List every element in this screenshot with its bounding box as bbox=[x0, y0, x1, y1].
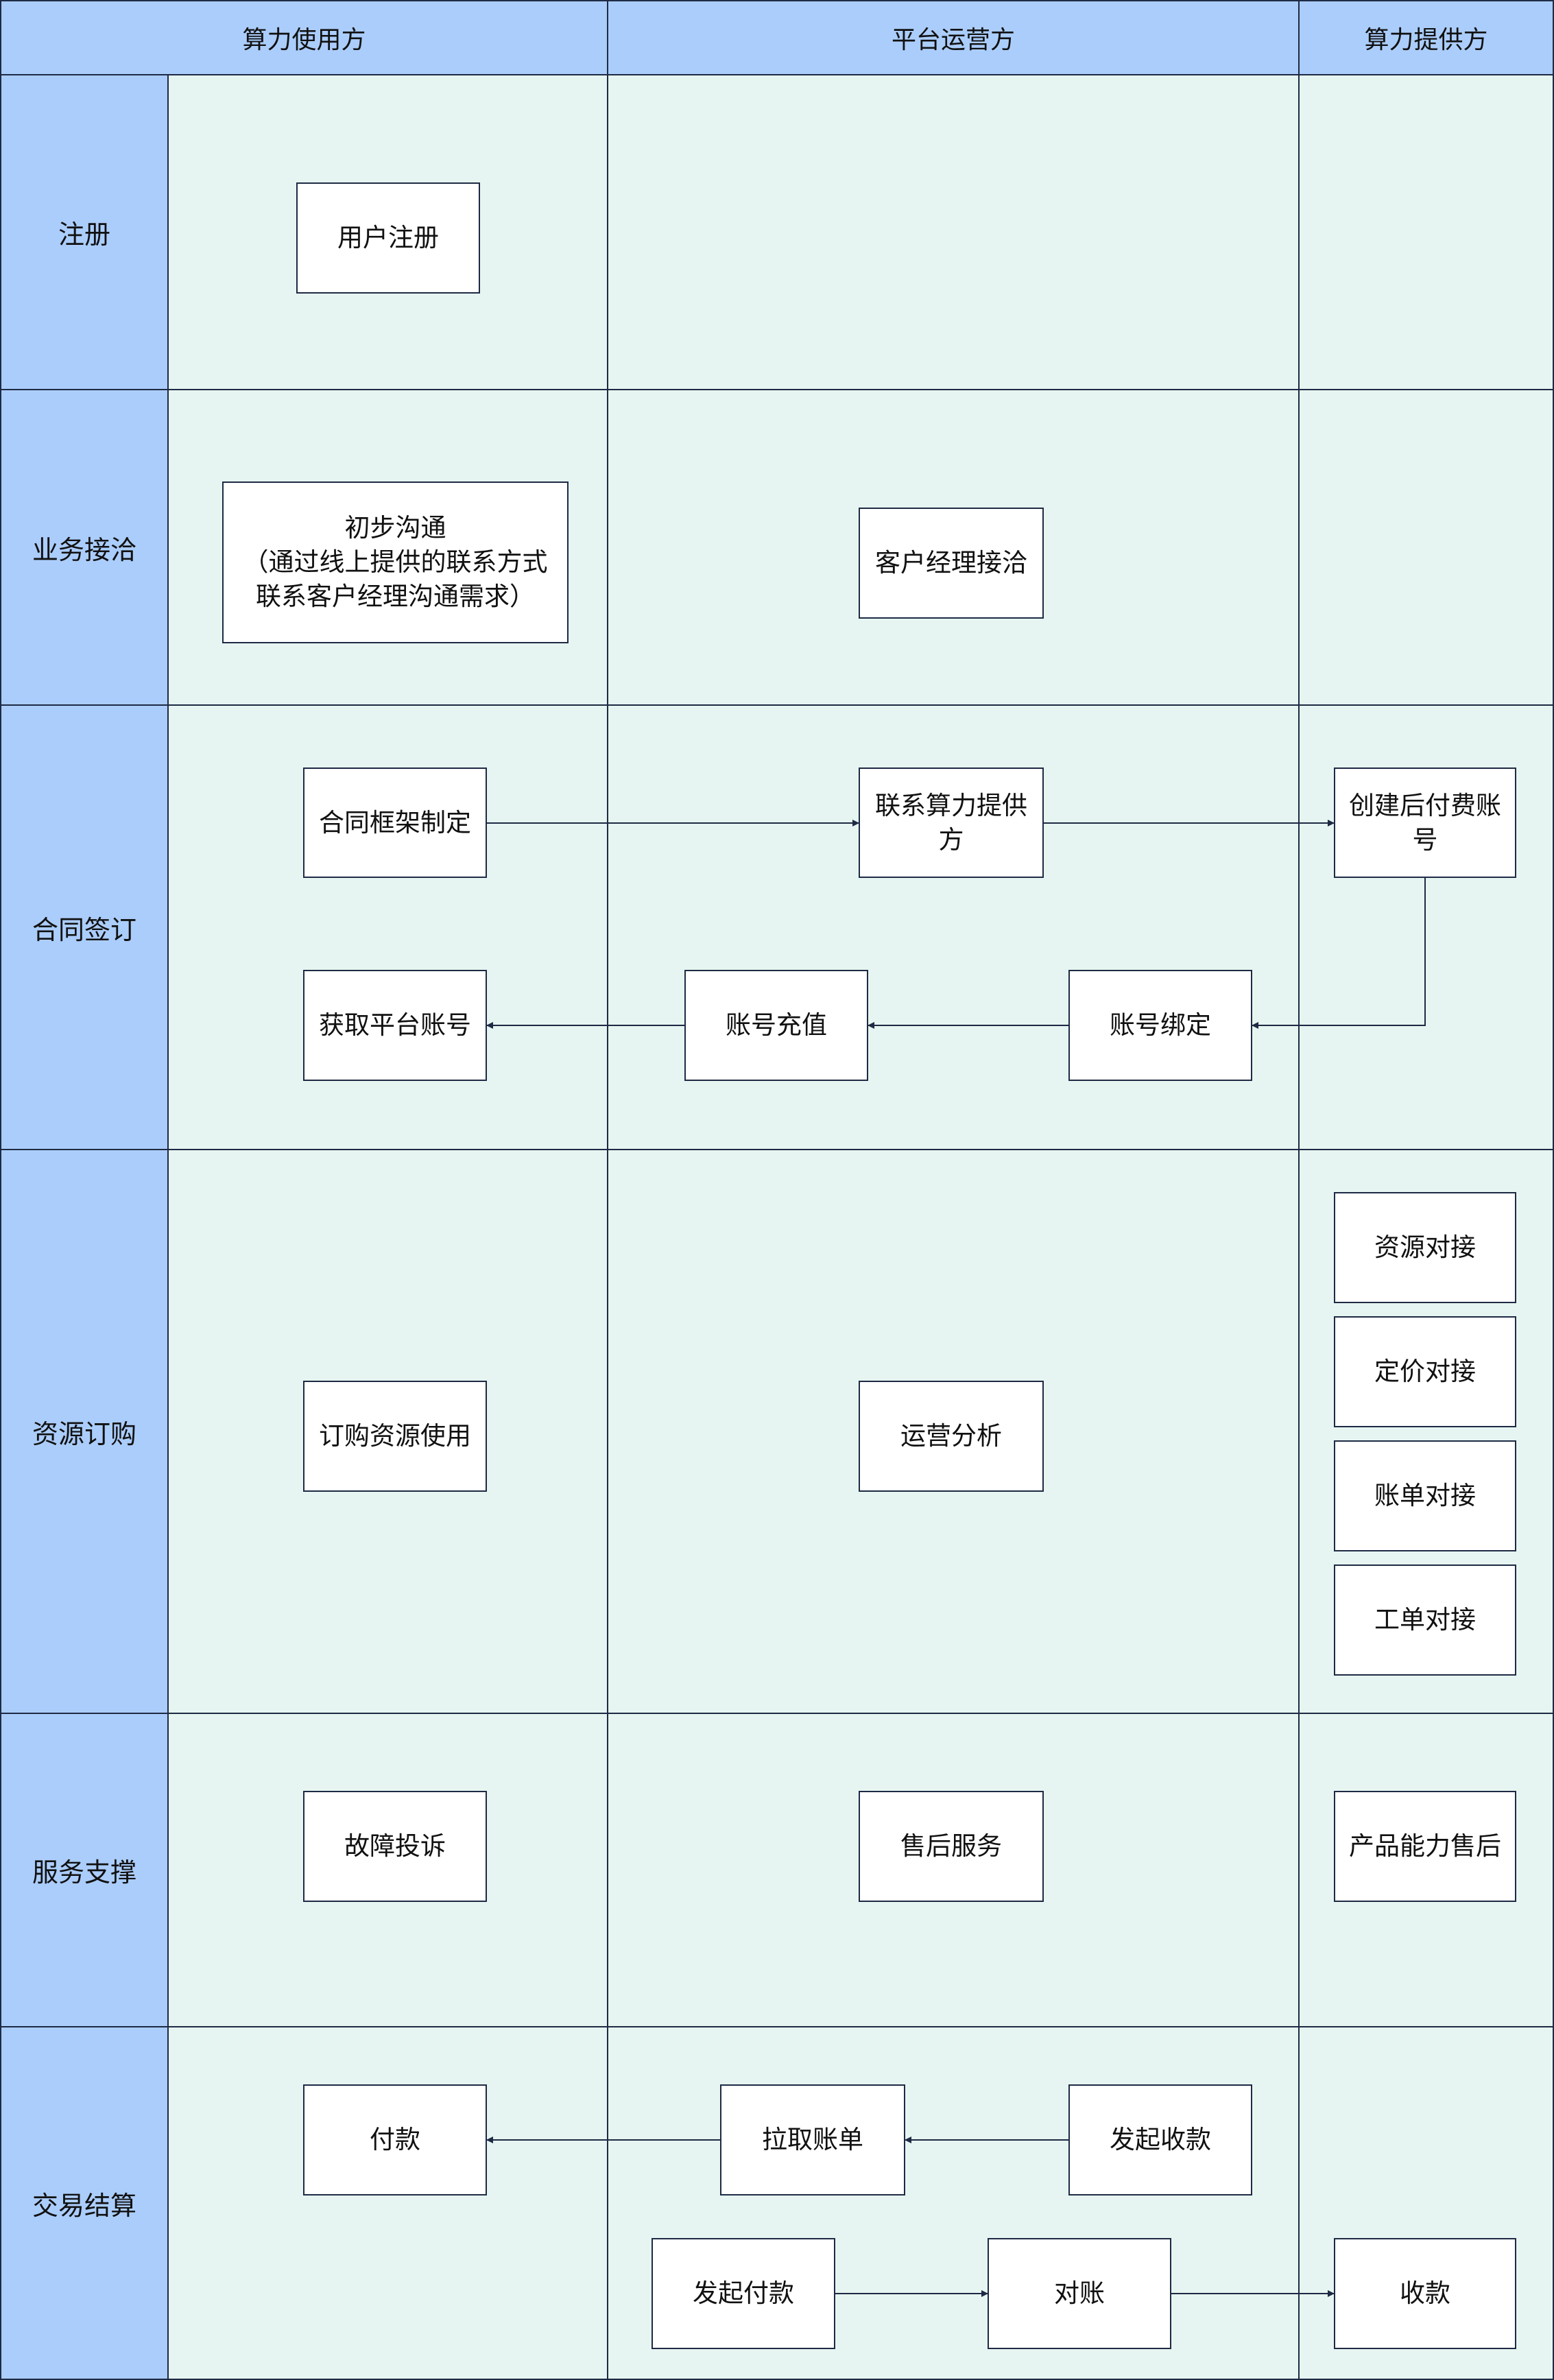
node-label: 资源对接 bbox=[1374, 1233, 1476, 1263]
node-label: 账号充值 bbox=[726, 1010, 827, 1040]
node-label: 发起付款 bbox=[693, 2278, 794, 2309]
node-label: 收款 bbox=[1400, 2278, 1450, 2309]
phase-label: 服务支撑 bbox=[32, 1857, 136, 1888]
node-payment: 付款 bbox=[303, 2084, 487, 2195]
node-contact-provider: 联系算力提供 方 bbox=[859, 767, 1044, 878]
column-header-label: 算力使用方 bbox=[242, 26, 366, 54]
node-collection: 收款 bbox=[1334, 2238, 1516, 2349]
node-account-recharge: 账号充值 bbox=[684, 970, 868, 1081]
node-user-register: 用户注册 bbox=[296, 182, 480, 294]
node-product-after-sales: 产品能力售后 bbox=[1334, 1791, 1516, 1902]
node-account-binding: 账号绑定 bbox=[1068, 970, 1252, 1081]
node-label: 客户经理接洽 bbox=[875, 548, 1027, 578]
node-label: 账号绑定 bbox=[1110, 1010, 1211, 1040]
node-label: 创建后付费账 号 bbox=[1349, 790, 1501, 855]
node-initiate-payment: 发起付款 bbox=[652, 2238, 835, 2349]
node-fault-complaint: 故障投诉 bbox=[303, 1791, 487, 1902]
column-header-label: 算力提供方 bbox=[1364, 26, 1488, 54]
node-ticket-integration: 工单对接 bbox=[1334, 1564, 1516, 1676]
node-order-resources: 订购资源使用 bbox=[303, 1381, 487, 1492]
node-pricing-integration: 定价对接 bbox=[1334, 1316, 1516, 1427]
node-label: 账单对接 bbox=[1374, 1481, 1476, 1511]
node-create-postpaid-account: 创建后付费账 号 bbox=[1334, 767, 1516, 878]
node-label: 获取平台账号 bbox=[319, 1010, 471, 1040]
column-header-compute-provider: 算力提供方 bbox=[1298, 0, 1554, 75]
lane-cell bbox=[1298, 389, 1554, 706]
phase-register: 注册 bbox=[0, 74, 169, 390]
node-after-sales-service: 售后服务 bbox=[859, 1791, 1044, 1902]
node-initiate-collection: 发起收款 bbox=[1068, 2084, 1252, 2195]
phase-label: 注册 bbox=[58, 219, 110, 250]
node-label: 运营分析 bbox=[900, 1421, 1002, 1451]
lane-cell bbox=[1298, 74, 1554, 390]
node-resource-integration: 资源对接 bbox=[1334, 1192, 1516, 1303]
node-operations-analysis: 运营分析 bbox=[859, 1381, 1044, 1492]
node-billing-integration: 账单对接 bbox=[1334, 1440, 1516, 1551]
node-reconciliation: 对账 bbox=[988, 2238, 1171, 2349]
node-label: 产品能力售后 bbox=[1349, 1831, 1501, 1861]
node-label: 故障投诉 bbox=[344, 1831, 446, 1861]
phase-contract-signing: 合同签订 bbox=[0, 704, 169, 1150]
node-label: 订购资源使用 bbox=[319, 1421, 471, 1451]
node-initial-communication: 初步沟通 （通过线上提供的联系方式 联系客户经理沟通需求） bbox=[222, 481, 569, 643]
node-get-platform-account: 获取平台账号 bbox=[303, 970, 487, 1081]
node-label: 用户注册 bbox=[337, 223, 439, 253]
node-label: 拉取账单 bbox=[762, 2125, 863, 2155]
phase-service-support: 服务支撑 bbox=[0, 1713, 169, 2027]
lane-cell bbox=[167, 2026, 608, 2380]
node-label: 工单对接 bbox=[1374, 1605, 1476, 1635]
phase-business-contact: 业务接洽 bbox=[0, 389, 169, 706]
node-label: 对账 bbox=[1054, 2278, 1105, 2309]
column-header-label: 平台运营方 bbox=[891, 26, 1015, 54]
phase-label: 业务接洽 bbox=[32, 534, 136, 565]
node-label: 初步沟通 （通过线上提供的联系方式 联系客户经理沟通需求） bbox=[243, 513, 548, 611]
node-label: 定价对接 bbox=[1374, 1357, 1476, 1387]
phase-transaction-settlement: 交易结算 bbox=[0, 2026, 169, 2380]
phase-label: 合同签订 bbox=[32, 914, 136, 945]
node-pull-bill: 拉取账单 bbox=[720, 2084, 905, 2195]
phase-resource-ordering: 资源订购 bbox=[0, 1149, 169, 1714]
node-contract-framework: 合同框架制定 bbox=[303, 767, 487, 878]
node-label: 发起收款 bbox=[1110, 2125, 1211, 2155]
node-account-manager-contact: 客户经理接洽 bbox=[859, 508, 1044, 619]
node-label: 售后服务 bbox=[900, 1831, 1002, 1861]
node-label: 付款 bbox=[370, 2125, 420, 2155]
lane-cell bbox=[607, 74, 1300, 390]
phase-label: 资源订购 bbox=[32, 1418, 136, 1449]
node-label: 联系算力提供 方 bbox=[875, 790, 1027, 855]
node-label: 合同框架制定 bbox=[319, 807, 471, 837]
column-header-platform-operator: 平台运营方 bbox=[607, 0, 1300, 75]
column-header-compute-user: 算力使用方 bbox=[0, 0, 608, 75]
phase-label: 交易结算 bbox=[32, 2190, 136, 2221]
